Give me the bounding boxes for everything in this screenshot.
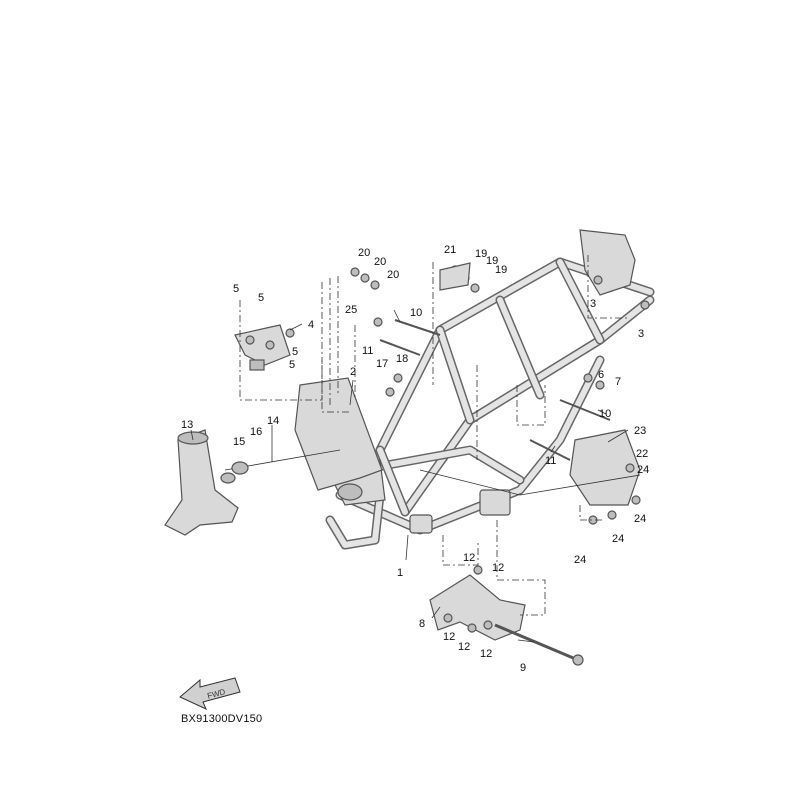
callout-10a: 10: [410, 307, 422, 319]
callout-11b: 11: [545, 455, 556, 467]
callout-leaders: [190, 309, 629, 643]
callout-5b: 5: [258, 292, 264, 304]
callout-14: 14: [267, 415, 279, 427]
callout-20b: 20: [374, 256, 386, 268]
callout-12b: 12: [492, 562, 504, 574]
fasteners: [245, 265, 650, 633]
callout-7: 7: [615, 376, 621, 388]
callout-9: 9: [520, 662, 526, 674]
callout-19c: 19: [495, 264, 507, 276]
callout-3: 3: [590, 298, 596, 310]
front-shield-panel: [294, 377, 383, 491]
callout-4: 4: [308, 319, 314, 331]
rear-stay-bracket: [569, 429, 641, 506]
callout-1: 1: [397, 567, 403, 579]
callout-19a: 19: [475, 248, 487, 260]
callout-5a: 5: [233, 283, 239, 295]
callout-17: 17: [376, 358, 388, 370]
callout-16: 16: [250, 426, 262, 438]
callout-10b: 10: [599, 408, 611, 420]
callout-12d: 12: [458, 641, 470, 653]
callout-24a: 24: [637, 464, 649, 476]
steering-shaft: [220, 449, 341, 484]
callout-2: 2: [350, 366, 356, 378]
callout-15: 15: [233, 436, 245, 448]
callout-22: 22: [636, 448, 648, 460]
callout-24b: 24: [634, 513, 646, 525]
handle-bracket: [234, 324, 291, 371]
callout-8: 8: [419, 618, 425, 630]
callout-12a: 12: [463, 552, 475, 564]
diagram-code: BX91300DV150: [181, 713, 263, 725]
pivot-bolt: [494, 623, 584, 666]
callout-18: 18: [396, 353, 408, 365]
callout-20a: 20: [358, 247, 370, 259]
callout-24d: 24: [574, 554, 586, 566]
callout-21: 21: [444, 244, 456, 256]
callout-5c: 5: [292, 346, 298, 358]
engine-bracket: [429, 574, 526, 641]
callout-12e: 12: [480, 648, 492, 660]
callout-25: 25: [345, 304, 357, 316]
fwd-arrow-icon: FWD: [179, 677, 241, 710]
callout-23: 23: [634, 425, 646, 437]
callout-6: 6: [598, 369, 604, 381]
leader-lines: [239, 255, 641, 616]
callout-24c: 24: [612, 533, 624, 545]
callout-19b: 19: [486, 255, 498, 267]
callout-3b: 3: [638, 328, 644, 340]
callout-5d: 5: [289, 359, 295, 371]
main-frame: [325, 229, 655, 550]
callout-12c: 12: [443, 631, 455, 643]
callout-numbers: 1 2 3 3 4 5 5 5 5 6 7 8 9 10 10 11 11 12…: [181, 244, 649, 674]
callout-13: 13: [181, 419, 193, 431]
callout-20c: 20: [387, 269, 399, 281]
callout-11a: 11: [362, 345, 373, 357]
